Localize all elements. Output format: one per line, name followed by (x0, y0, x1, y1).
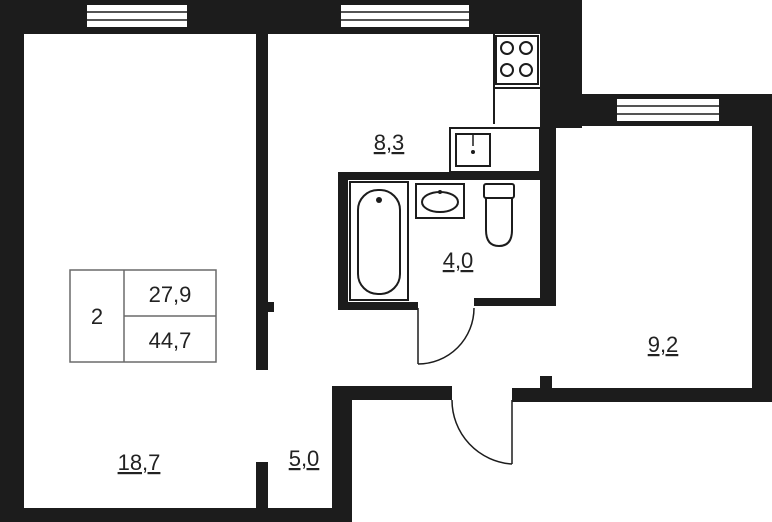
washbasin-icon (415, 183, 465, 219)
window-icon (85, 3, 189, 29)
hallway-area-label: 5,0 (289, 446, 320, 471)
living-room-area-label: 18,7 (118, 450, 161, 475)
stove-icon (495, 35, 539, 85)
bathtub-icon (349, 181, 409, 301)
living-area: 27,9 (149, 282, 192, 307)
area-summary-box: 2 27,9 44,7 (69, 269, 217, 363)
bathroom-area-label: 4,0 (443, 248, 474, 273)
bedroom-area-label: 9,2 (648, 332, 679, 357)
window-icon (339, 3, 471, 29)
window-icon (615, 97, 721, 123)
door-icon (417, 307, 475, 365)
door-icon (451, 399, 513, 465)
room-count: 2 (91, 304, 103, 329)
interior-walls (256, 34, 556, 512)
total-area: 44,7 (149, 328, 192, 353)
kitchen-area-label: 8,3 (374, 130, 405, 155)
sink-icon (449, 127, 541, 173)
toilet-icon (483, 183, 515, 248)
